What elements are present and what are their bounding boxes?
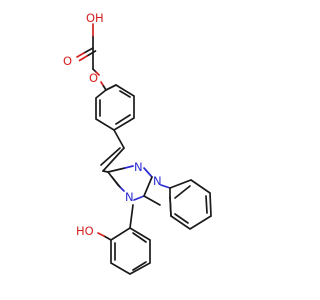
carbonyl-o-label: O bbox=[63, 54, 72, 68]
ether-o-label: O bbox=[89, 71, 98, 85]
carboxyl-oh-label: OH bbox=[86, 11, 104, 25]
triazole-ring bbox=[107, 165, 161, 206]
triazole-n2-label: N bbox=[134, 160, 143, 174]
phenol-oh-label: HO bbox=[76, 224, 94, 238]
hydroxyphenyl-ring bbox=[97, 204, 151, 275]
ether-linkage bbox=[92, 68, 107, 91]
triazole-n4-label: N bbox=[125, 190, 134, 204]
molecule-structure: OH O O N N N bbox=[63, 11, 212, 275]
carboxylic-acid-group bbox=[76, 23, 97, 70]
triazole-n1-label: N bbox=[153, 174, 162, 188]
phenylene-ring bbox=[95, 84, 135, 131]
n-phenyl-ring bbox=[160, 179, 212, 231]
vinylene-linker bbox=[100, 129, 125, 173]
